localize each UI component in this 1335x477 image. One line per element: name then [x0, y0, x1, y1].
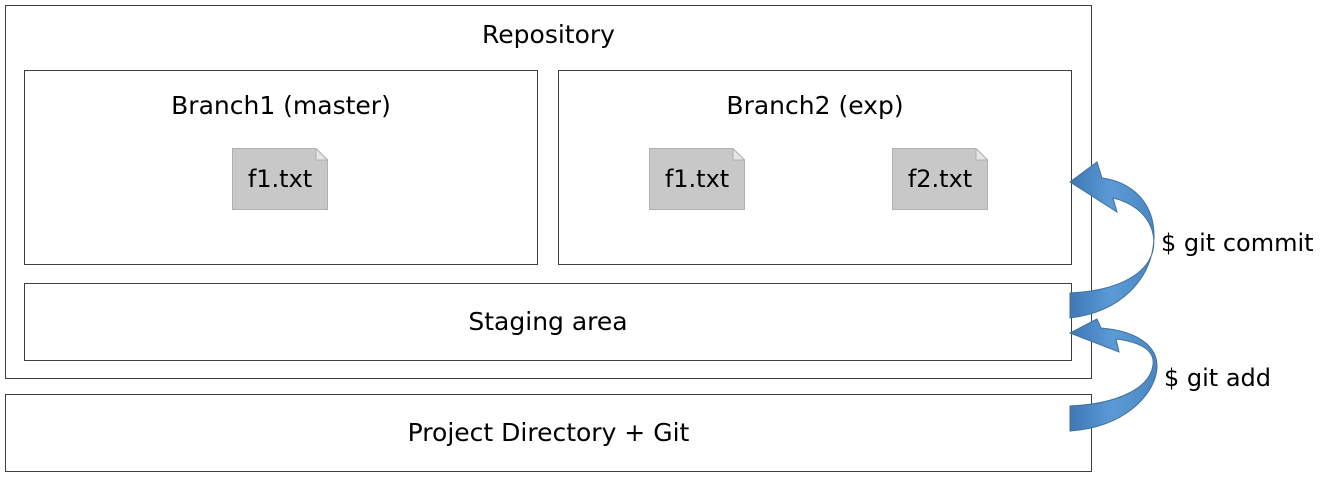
branch2-box: Branch2 (exp) f1.txt f2.txt: [558, 70, 1072, 265]
staging-area-box: Staging area: [24, 283, 1072, 361]
git-add-label: $ git add: [1164, 364, 1272, 392]
repository-label: Repository: [482, 20, 615, 49]
repository-box: Repository Branch1 (master) f1.txt Branc…: [5, 5, 1092, 379]
staging-area-label: Staging area: [468, 307, 628, 336]
project-directory-box: Project Directory + Git: [5, 394, 1092, 472]
commit-arrow-icon: [1069, 161, 1155, 319]
file-name: f1.txt: [664, 165, 730, 193]
branch2-label: Branch2 (exp): [726, 91, 904, 120]
branch1-label: Branch1 (master): [171, 91, 391, 120]
file-name: f2.txt: [907, 165, 973, 193]
git-commit-label: $ git commit: [1161, 229, 1314, 257]
file-icon: f1.txt: [232, 148, 328, 210]
file-name: f1.txt: [247, 165, 313, 193]
file-icon: f2.txt: [892, 148, 988, 210]
file-icon: f1.txt: [649, 148, 745, 210]
project-directory-label: Project Directory + Git: [407, 418, 690, 447]
add-arrow-icon: [1068, 318, 1158, 432]
branch1-box: Branch1 (master) f1.txt: [24, 70, 538, 265]
